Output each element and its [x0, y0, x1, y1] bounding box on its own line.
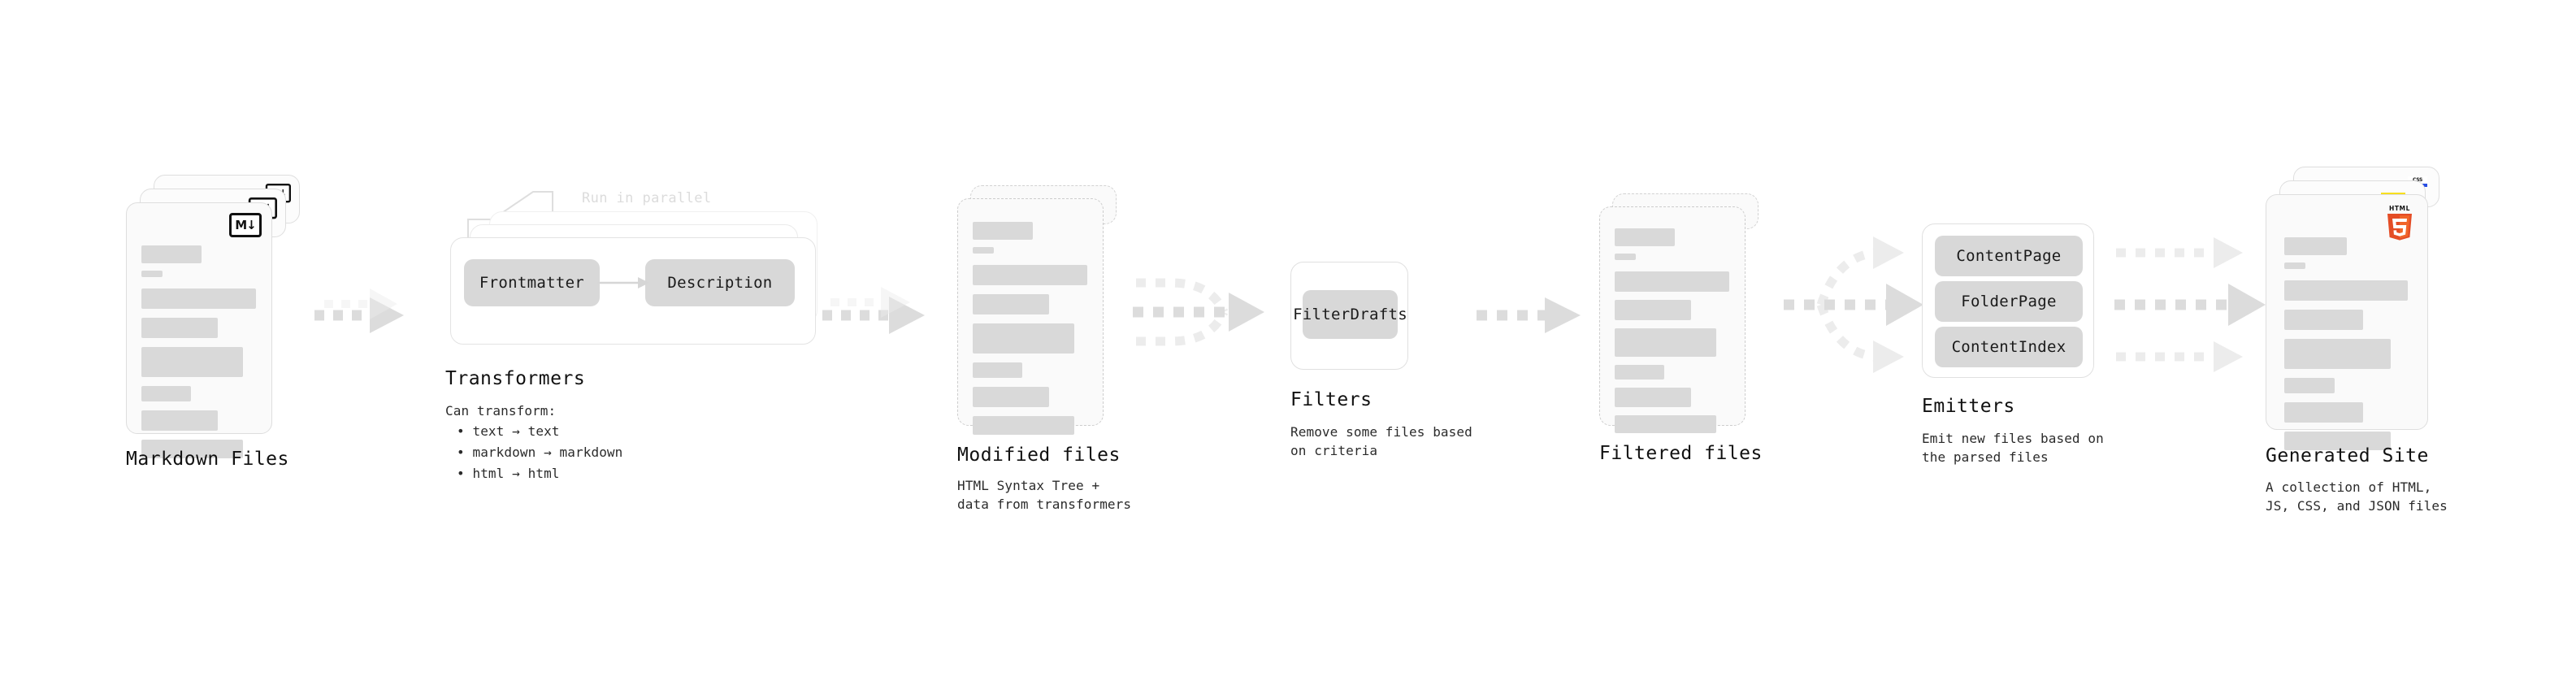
- placeholder-bar: [141, 271, 163, 277]
- placeholder-bar: [1615, 300, 1691, 320]
- placeholder-bar: [2284, 262, 2306, 269]
- placeholder-lines: [141, 245, 257, 466]
- transformers-subtitle: Can transform:: [445, 403, 557, 419]
- connector-filters-to-filtered: [1477, 297, 1581, 333]
- transformers-bullet-2: • html → html: [457, 466, 560, 481]
- filtered-file-front: [1599, 206, 1746, 433]
- connector-emitters-to-site: [2114, 237, 2266, 372]
- placeholder-bar: [1615, 254, 1636, 260]
- placeholder-bar: [973, 294, 1049, 314]
- html5-badge: HTML: [2383, 203, 2416, 245]
- connector-filtered-to-emitters: [1784, 236, 1923, 373]
- filter-chip-filterdrafts[interactable]: FilterDrafts: [1293, 290, 1407, 339]
- emitter-chip-contentindex[interactable]: ContentIndex: [1935, 327, 2083, 367]
- placeholder-bar: [973, 247, 994, 254]
- stage-title-generated-site: Generated Site: [2266, 445, 2429, 466]
- svg-text:HTML: HTML: [2389, 205, 2410, 212]
- placeholder-bar: [2284, 402, 2364, 423]
- placeholder-bar: [2284, 237, 2347, 255]
- placeholder-bar: [141, 347, 243, 377]
- html5-badge-icon: HTML: [2387, 205, 2412, 241]
- stage-markdown-files: M↓ M↓ M↓ Markdown Files: [126, 175, 301, 470]
- stage-title-filters: Filters: [1290, 389, 1373, 410]
- emitter-chip-folderpage[interactable]: FolderPage: [1935, 281, 2083, 322]
- stage-generated-site: CSS HTML: [2266, 167, 2452, 514]
- stage-filtered-files: Filtered files: [1599, 193, 1778, 464]
- connector-transformers-to-modified: [822, 287, 925, 334]
- placeholder-bar: [2284, 432, 2391, 450]
- modified-file-front: [957, 198, 1104, 435]
- placeholder-bar: [1615, 365, 1665, 380]
- emitters-subtitle: Emit new files based on the parsed files: [1922, 431, 2104, 466]
- placeholder-bar: [1615, 271, 1729, 292]
- placeholder-bar: [1615, 228, 1675, 246]
- placeholder-bar: [1615, 415, 1716, 433]
- transformers-bullet-text: html → html: [472, 466, 560, 481]
- filters-subtitle: Remove some files based on criteria: [1290, 424, 1472, 459]
- run-in-parallel-label: Run in parallel: [582, 190, 712, 206]
- stage-title-transformers: Transformers: [445, 368, 586, 389]
- placeholder-bar: [2284, 378, 2335, 393]
- emitters-group-box: ContentPage FolderPage ContentIndex: [1922, 223, 2094, 378]
- placeholder-bar: [141, 440, 243, 458]
- stage-title-markdown-files: Markdown Files: [126, 449, 289, 470]
- placeholder-bar: [1615, 388, 1691, 407]
- placeholder-bar: [973, 222, 1033, 240]
- emitter-chip-contentpage[interactable]: ContentPage: [1935, 236, 2083, 276]
- placeholder-bar: [973, 387, 1049, 407]
- placeholder-bar: [973, 416, 1074, 435]
- placeholder-lines: [973, 222, 1088, 442]
- markdown-badge-front: M↓: [229, 213, 262, 237]
- run-in-parallel-leader: [467, 191, 553, 237]
- generated-file-html: HTML: [2266, 194, 2428, 450]
- placeholder-lines: [1615, 228, 1730, 440]
- stage-title-filtered-files: Filtered files: [1599, 443, 1763, 464]
- transformers-bullet-text: markdown → markdown: [472, 445, 623, 460]
- transformer-chip-description[interactable]: Description: [645, 259, 795, 306]
- transformer-layer-front: Frontmatter Description: [450, 237, 816, 345]
- placeholder-bar: [141, 410, 218, 431]
- placeholder-bar: [1615, 328, 1716, 357]
- connector-modified-to-filters: [1133, 278, 1264, 346]
- transformer-chip-frontmatter[interactable]: Frontmatter: [464, 259, 600, 306]
- placeholder-bar: [141, 318, 218, 338]
- placeholder-bar: [973, 362, 1023, 378]
- transformers-bullet-1: • markdown → markdown: [457, 445, 623, 460]
- transformers-bullet-0: • text → text: [457, 423, 560, 439]
- placeholder-bar: [2284, 280, 2409, 301]
- stage-modified-files: Modified files HTML Syntax Tree + data f…: [957, 185, 1136, 512]
- filters-group-box: FilterDrafts: [1290, 262, 1408, 370]
- filtered-file-stack: [1599, 193, 1778, 433]
- placeholder-bar: [973, 265, 1087, 285]
- modified-files-subtitle: HTML Syntax Tree + data from transformer…: [957, 478, 1132, 513]
- placeholder-bar: [141, 288, 256, 309]
- placeholder-bar: [141, 386, 192, 401]
- transformers-bullet-text: text → text: [472, 423, 560, 439]
- css-badge-label: CSS: [2413, 177, 2422, 183]
- placeholder-bar: [2284, 310, 2364, 330]
- modified-file-stack: [957, 185, 1136, 435]
- placeholder-bar: [141, 245, 202, 263]
- placeholder-bar: [973, 323, 1074, 354]
- markdown-file-front: M↓: [126, 202, 272, 458]
- placeholder-bar: [2284, 339, 2391, 369]
- stage-title-modified-files: Modified files: [957, 445, 1121, 466]
- generated-site-stack: CSS HTML: [2266, 167, 2452, 450]
- generated-site-subtitle: A collection of HTML, JS, CSS, and JSON …: [2266, 479, 2448, 514]
- stage-title-emitters: Emitters: [1922, 396, 2015, 417]
- markdown-file-stack: M↓ M↓ M↓: [126, 175, 301, 458]
- placeholder-lines: [2284, 237, 2409, 458]
- connector-markdown-to-transformers: [314, 288, 404, 333]
- transformer-inner-arrow-front: [597, 277, 649, 288]
